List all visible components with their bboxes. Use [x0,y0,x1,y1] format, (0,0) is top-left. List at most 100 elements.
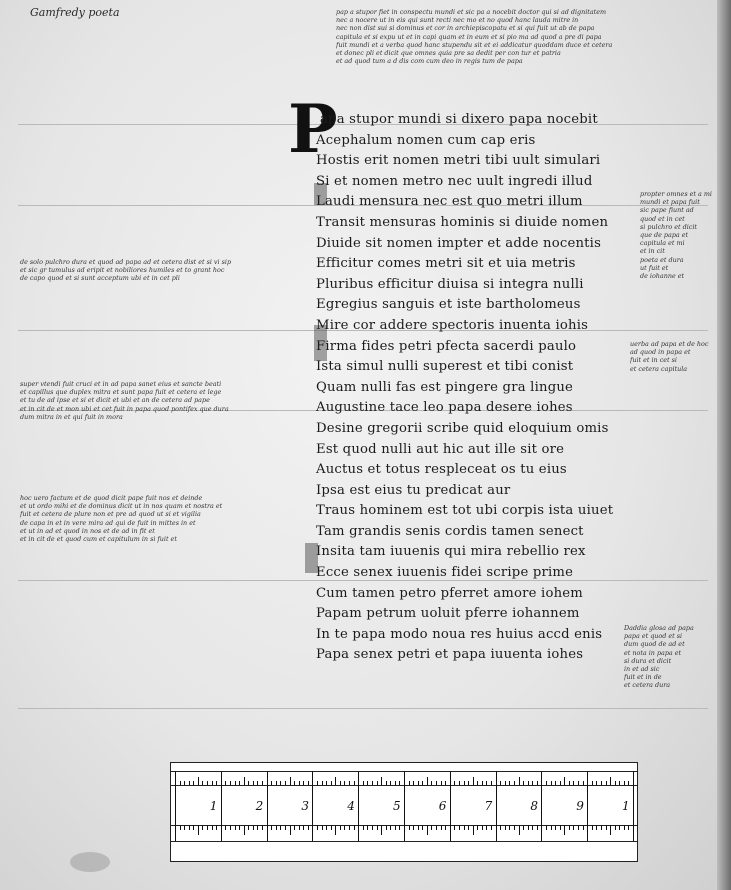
ruler-tick [193,781,195,785]
ruler-tick [362,781,364,785]
ruler-tick [463,825,465,830]
gloss-line: et ut ordo mihi et de dominus dicit ut i… [20,502,223,511]
ruler-tick [422,781,424,785]
ruler-tick [463,781,465,785]
ruler-tick [619,825,621,830]
verse-line: Firma fides petri pfecta sacerdi paulo [316,338,577,354]
ruler-tick [477,825,479,830]
verse-line: Ecce senex iuuenis fidei scripe prime [316,565,574,581]
gloss-line: si dura et dicit [624,656,672,665]
ruler-tick [445,781,447,785]
ruler-tick [271,781,273,785]
ruler-tick [339,781,341,785]
gloss-line: pap a stupor fiet in conspectu mundi et … [336,8,607,16]
ruler-tick [284,781,286,785]
ruler-tick [591,781,593,785]
ruler-tick [413,781,415,785]
verse-line: Si et nomen metro nec uult ingredi illud [316,173,593,189]
ruler-tick [175,825,176,841]
ruler-tick [303,825,305,830]
ruling-line [18,708,708,709]
ruler-tick [294,825,296,830]
ruler-tick [248,825,250,830]
ruler-tick [381,825,383,835]
gloss-line: de iohanne et [640,272,685,281]
gloss-line: capitula et si expu ut et in capi quam e… [336,32,602,41]
verse-line: In te papa modo noua res huius accd enis [316,626,603,642]
ruler-tick [390,825,392,830]
verse-line: Pluribus efficitur diuisa si integra nul… [316,276,584,292]
ruler-tick [262,781,264,785]
gloss-line: ut fuit et [640,263,669,272]
ruling-line [18,205,708,206]
ruler-tick [610,825,612,835]
gloss-line: papa et quod et si [624,632,683,641]
ruler-tick [353,825,355,830]
ruler-tick [252,781,254,785]
ruler-tick [454,781,456,785]
ruler-tick [582,781,584,785]
ruler-tick [527,781,529,785]
gloss-line: nec a nocere ut in eis qui sunt recti ne… [336,16,579,25]
rubric-mark [305,543,318,573]
gloss-line: et ad quod tum a d dis com cum deo in re… [336,57,523,66]
gloss-line: ad quod in papa et [630,348,691,357]
gloss-left-3: hoc uero factum et de quod dicit pape fu… [20,494,305,543]
gloss-line: et cetera capitula [630,364,688,373]
ruler-tick [358,771,360,841]
ruler-tick [307,825,309,830]
ruler-tick [578,825,580,830]
ruler-tick [280,825,282,830]
ruler-tick [550,825,552,830]
rubric-mark [314,325,327,361]
ruler-tick [532,781,534,785]
ruler-tick [614,825,616,830]
ruler-tick [188,825,190,830]
ruler-tick [326,825,328,830]
ruler-tick [184,825,186,830]
ruler-tick [550,781,552,785]
ruler-tick [257,825,259,830]
gloss-line: et in cit de et mon ubi et cet fuit in p… [20,404,229,413]
ruler-tick [454,825,456,830]
ruler-tick [426,825,428,835]
ruler-tick [307,781,309,785]
ink-smudge [70,852,110,872]
ruler-tick [486,781,488,785]
ruler-tick [568,781,570,785]
gloss-line: quod et in cet [640,214,685,223]
ruler-tick [207,781,209,785]
ruler-tick [527,825,529,830]
ruler-tick [294,781,296,785]
ruler-tick [234,781,236,785]
decorated-initial-p: P [288,90,338,168]
ruler-tick [275,825,277,830]
ruler-number: 7 [484,799,493,813]
ruler-number: 2 [255,799,264,813]
verse-line: Traus hominem est tot ubi corpis ista ui… [316,503,614,519]
ruler-tick [431,781,433,785]
verse-line: Augustine tace leo papa desere iohes [316,400,573,416]
ruler-tick [266,825,268,841]
ruler-tick [349,825,351,830]
ruler-tick [243,825,245,835]
ruler-tick [477,781,479,785]
ruler-tick [536,781,538,785]
gloss-line: fuit et cetera de plure non et pre ad qu… [20,510,201,519]
ruler-tick [371,825,373,830]
ruler-tick [408,781,410,785]
verse-line: Papa senex petri et papa iuuenta iohes [316,647,584,663]
ruler-tick [271,825,273,830]
ruler-tick [234,825,236,830]
ruler-tick [321,825,323,830]
ruler-tick [458,825,460,830]
ruler-tick [440,781,442,785]
ruler-tick [184,781,186,785]
gloss-left-2: super vtendi fuit cruci et in ad papa sa… [20,380,305,421]
ruler-number: 8 [530,799,539,813]
ruler-tick [353,781,355,785]
ruler-tick [385,825,387,830]
gloss-line: et ut in ad et quod in nos et de ad in f… [20,526,155,535]
